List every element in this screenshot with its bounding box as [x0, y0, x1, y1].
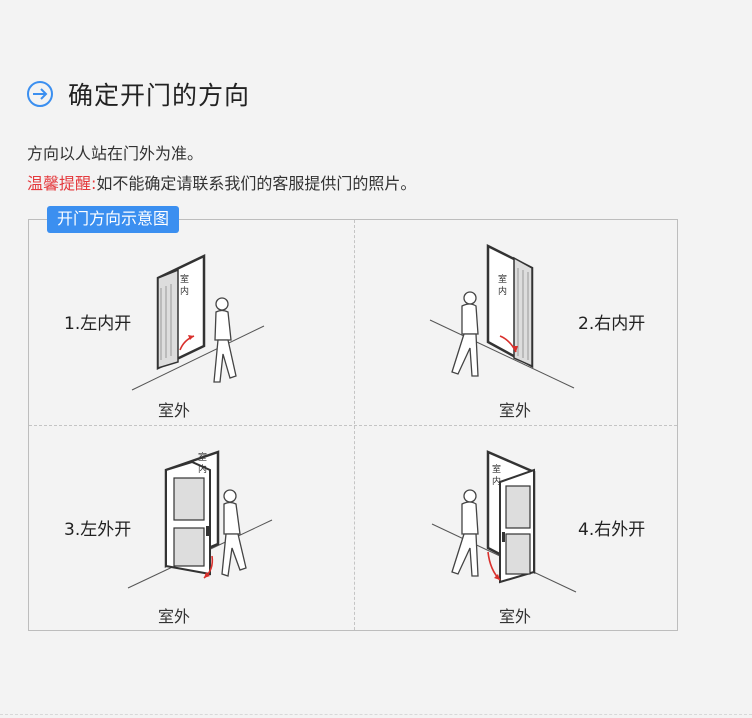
panel-4-outside-label: 室外	[499, 607, 532, 626]
panel-2-inside-char-1: 室	[498, 273, 507, 285]
panel-3-inside-char-2: 内	[198, 463, 207, 475]
panel-3-inside-char-1: 室	[198, 451, 207, 463]
panel-4-label: 4.右外开	[578, 520, 646, 540]
section-title: 确定开门的方向	[68, 81, 251, 110]
warning-line: 温馨提醒:如不能确定请联系我们的客服提供门的照片。	[27, 170, 416, 194]
warning-text: 如不能确定请联系我们的客服提供门的照片。	[96, 174, 417, 193]
panel-1-outside-label: 室外	[158, 401, 191, 420]
panel-4-person-figure	[451, 489, 479, 577]
panel-3-label: 3.左外开	[64, 520, 132, 540]
panel-1-label: 1.左内开	[64, 314, 132, 334]
panel-2-person-figure	[451, 291, 479, 377]
panel-1-inside-char-1: 室	[180, 273, 189, 285]
panel-4-door-illustration: 室 内	[431, 450, 577, 593]
diagram-badge: 开门方向示意图	[47, 206, 180, 233]
warning-label: 温馨提醒:	[27, 174, 97, 193]
panel-1-door-illustration: 室 内	[131, 254, 265, 391]
arrow-circle-right-icon	[27, 81, 53, 107]
panel-1-person-figure	[213, 297, 237, 383]
panel-3-door-illustration: 室 内	[127, 450, 273, 589]
panel-2-outside-label: 室外	[499, 401, 532, 420]
panel-3-outside-label: 室外	[158, 607, 191, 626]
panel-2-inside-char-2: 内	[498, 285, 507, 297]
panel-3-person-figure	[221, 489, 247, 577]
section-heading: 确定开门的方向	[26, 74, 250, 114]
bottom-divider	[0, 714, 752, 715]
panel-4-inside-char-1: 室	[492, 463, 501, 475]
panel-divider-horizontal	[29, 425, 677, 426]
panel-4-inside-char-2: 内	[492, 475, 501, 487]
panel-2-label: 2.右内开	[578, 314, 646, 334]
intro-text: 方向以人站在门外为准。	[27, 144, 204, 163]
panel-2-door-illustration: 室 内	[429, 243, 575, 389]
panel-1-inside-char-2: 内	[180, 285, 189, 297]
